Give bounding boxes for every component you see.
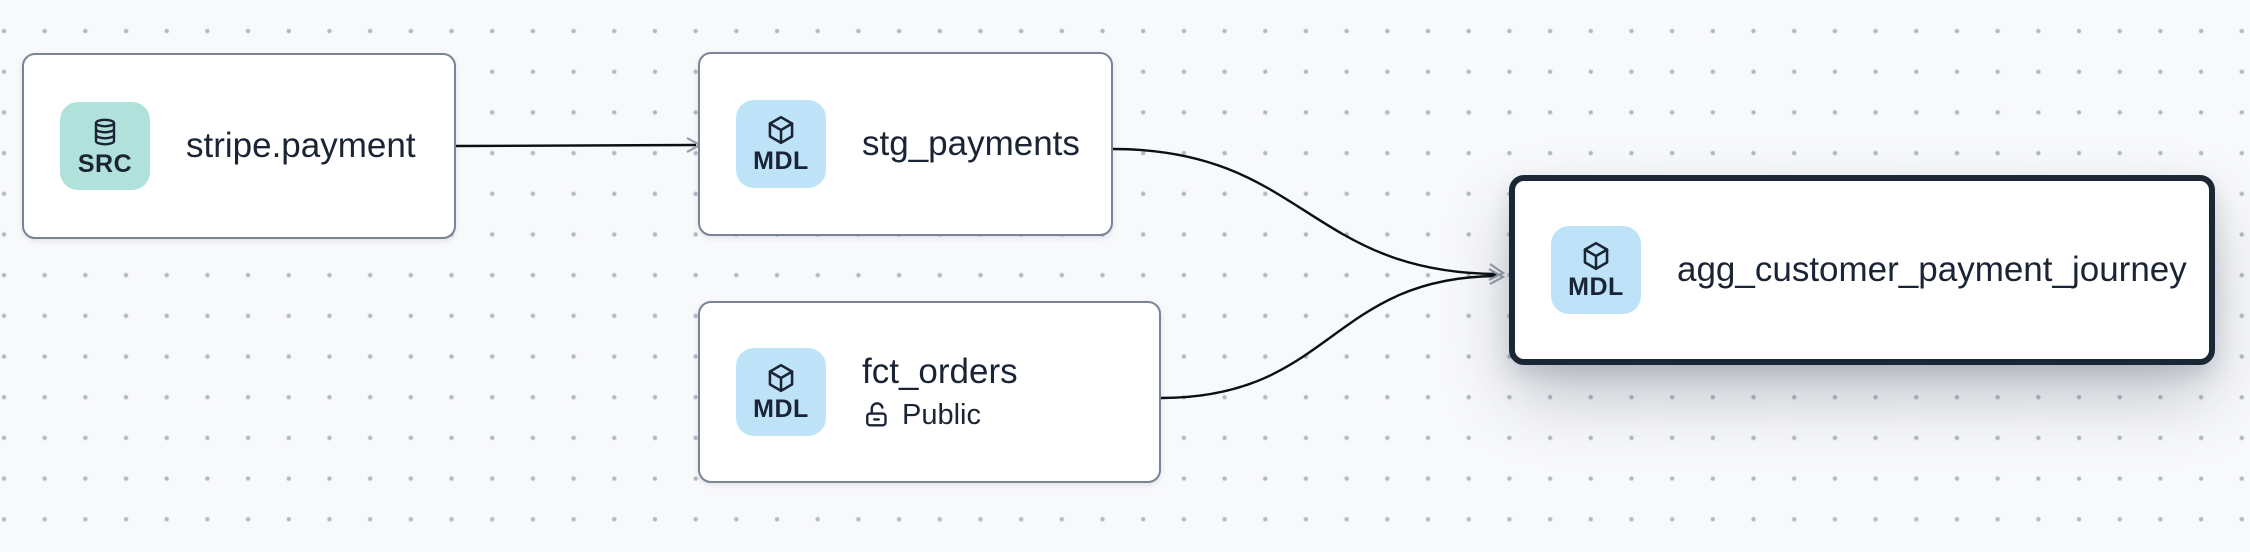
cube-icon [768,363,794,393]
edge-stripe-payment-to-stg-payments [455,143,697,148]
badge-label: MDL [1568,273,1624,301]
cube-icon [768,115,794,145]
source-badge: SRC [60,102,150,190]
badge-label: MDL [753,395,809,423]
node-title: fct_orders [862,352,1018,392]
node-stg-payments[interactable]: MDL stg_payments [698,52,1113,236]
node-title: agg_customer_payment_journey [1677,249,2187,289]
node-agg-customer-payment-journey[interactable]: MDL agg_customer_payment_journey [1509,175,2215,365]
badge-label: MDL [753,147,809,175]
access-row: Public [862,399,1018,432]
lock-open-icon [866,402,887,427]
edge-fct-orders-to-agg-customer-payment-journey [1160,274,1498,400]
badge-label: SRC [77,150,133,178]
edge-stg-payments-to-agg-customer-payment-journey [1112,147,1498,276]
cube-icon [1583,241,1609,271]
model-badge: MDL [1551,226,1641,314]
database-icon [94,118,116,146]
node-fct-orders[interactable]: MDL fct_orders Public [698,301,1161,483]
arrowhead-icon [1488,268,1506,285]
node-title: stripe.payment [186,125,416,165]
access-label: Public [902,398,981,431]
arrowhead-icon [1488,263,1506,281]
node-title: stg_payments [862,123,1080,163]
model-badge: MDL [736,348,826,436]
node-stripe-payment[interactable]: SRC stripe.payment [22,53,456,239]
model-badge: MDL [736,100,826,188]
